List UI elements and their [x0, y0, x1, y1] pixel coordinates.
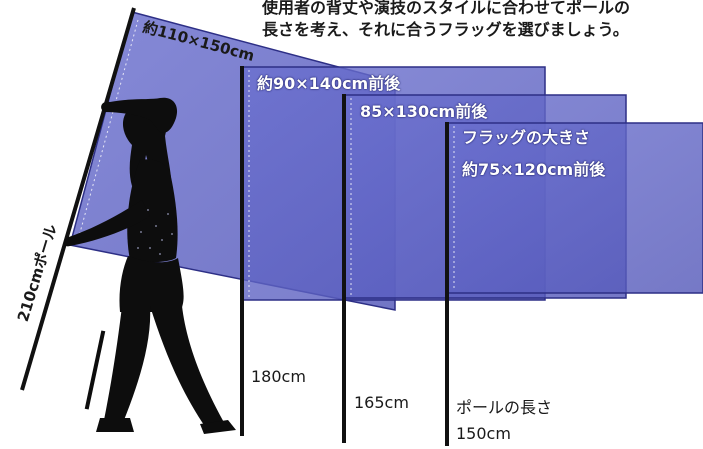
flag-size-label-90x140: 約90×140cm前後 [257, 74, 401, 93]
intro-line-1: 使用者の背丈や演技のスタイルに合わせてポールの [262, 0, 631, 17]
pole-length-label-180cm: 180cm [251, 367, 306, 386]
performer-silhouette [63, 97, 236, 434]
pole-length-label-165cm: 165cm [354, 393, 409, 412]
pole-length-caption: ポールの長さ [456, 398, 553, 417]
intro-line-2: 長さを考え、それに合うフラッグを選びましょう。 [262, 20, 629, 39]
pole-length-label-150cm: 150cm [456, 424, 511, 443]
flag-75x120 [446, 122, 703, 294]
sparkle-dots [137, 209, 173, 255]
flag-size-label-85x130: 85×130cm前後 [360, 102, 488, 121]
pole-210cm [20, 7, 136, 391]
flag-size-label-75x120: 約75×120cm前後 [462, 160, 606, 179]
flag-hem-1 [77, 19, 139, 241]
flag-size-caption: フラッグの大きさ [462, 128, 591, 147]
